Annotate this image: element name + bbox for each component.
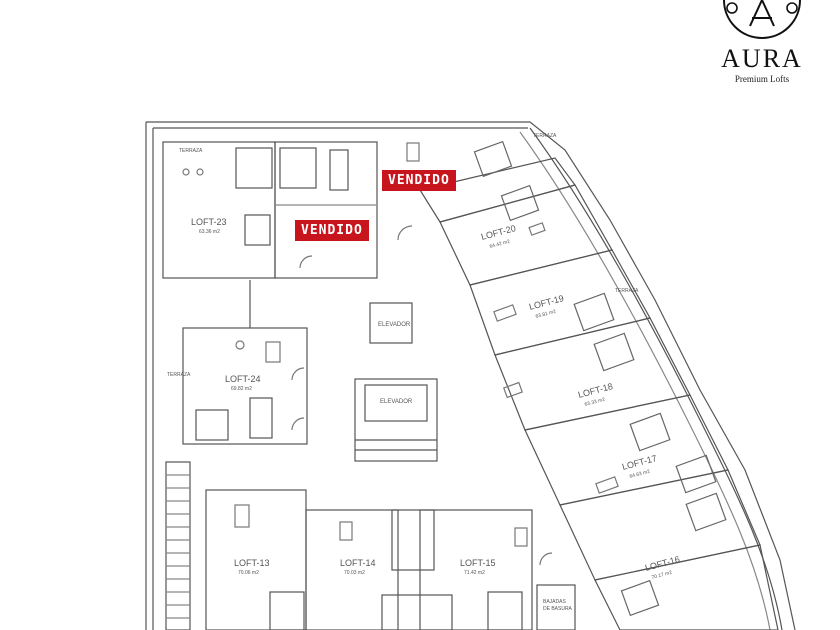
stair-left xyxy=(165,461,191,630)
loft-24-name: LOFT-24 xyxy=(225,374,261,384)
terrace-label-3: TERRAZA xyxy=(615,288,639,294)
loft-14-area: 70.03 m2 xyxy=(344,570,365,576)
brand-tagline: Premium Lofts xyxy=(734,74,790,84)
aura-emblem-icon xyxy=(723,0,801,39)
loft-18-area: 63.33 m2 xyxy=(584,397,606,408)
loft-16-area: 70.17 m2 xyxy=(651,570,673,581)
terrace-label-4: TERRAZA xyxy=(167,372,191,378)
trash-label-1: BAJADAS xyxy=(543,599,566,605)
brand-name: AURA xyxy=(721,44,803,73)
loft-24-room xyxy=(182,327,308,445)
loft-24-area: 69.82 m2 xyxy=(231,386,252,392)
loft-23-room xyxy=(162,141,276,279)
elevator-1-shaft xyxy=(369,302,413,344)
loft-16-name: LOFT-16 xyxy=(644,554,681,573)
sold-badge-lower: VENDIDO xyxy=(295,220,369,241)
loft-13-name: LOFT-13 xyxy=(234,558,270,568)
curved-facade-inner xyxy=(519,131,771,630)
elevator-1-label: ELEVADOR xyxy=(378,322,411,328)
loft-19-area: 63.81 m2 xyxy=(535,309,557,320)
building-outline-inner xyxy=(152,127,528,630)
loft-14-name: LOFT-14 xyxy=(340,558,376,568)
loft-15-name: LOFT-15 xyxy=(460,558,496,568)
loft-20-area: 64.42 m2 xyxy=(489,239,511,250)
sold-badge-upper: VENDIDO xyxy=(382,170,456,191)
building-outline xyxy=(145,121,796,630)
sold-unit-room xyxy=(274,141,378,279)
trash-chute-box xyxy=(536,584,576,630)
trash-label-2: DE BASURA xyxy=(543,606,573,612)
loft-18-name: LOFT-18 xyxy=(577,381,614,400)
loft-15-area: 71.42 m2 xyxy=(464,570,485,576)
loft-23-name: LOFT-23 xyxy=(191,217,227,227)
brand-logo: AURA Premium Lofts xyxy=(712,0,812,90)
loft-17-area: 64.63 m2 xyxy=(629,469,651,480)
loft-19-name: LOFT-19 xyxy=(528,293,565,312)
elevator-2-label: ELEVADOR xyxy=(380,399,413,405)
loft-20-name: LOFT-20 xyxy=(480,223,517,242)
elevator-2-shaft xyxy=(354,378,438,462)
loft-17-name: LOFT-17 xyxy=(621,453,658,472)
terrace-label-2: TERRAZA xyxy=(533,133,557,139)
right-wing-walls xyxy=(419,157,779,630)
terrace-label: TERRAZA xyxy=(179,148,203,154)
loft-23-area: 63.36 m2 xyxy=(199,229,220,235)
loft-23-bath xyxy=(235,147,273,189)
loft-13-area: 70.06 m2 xyxy=(238,570,259,576)
